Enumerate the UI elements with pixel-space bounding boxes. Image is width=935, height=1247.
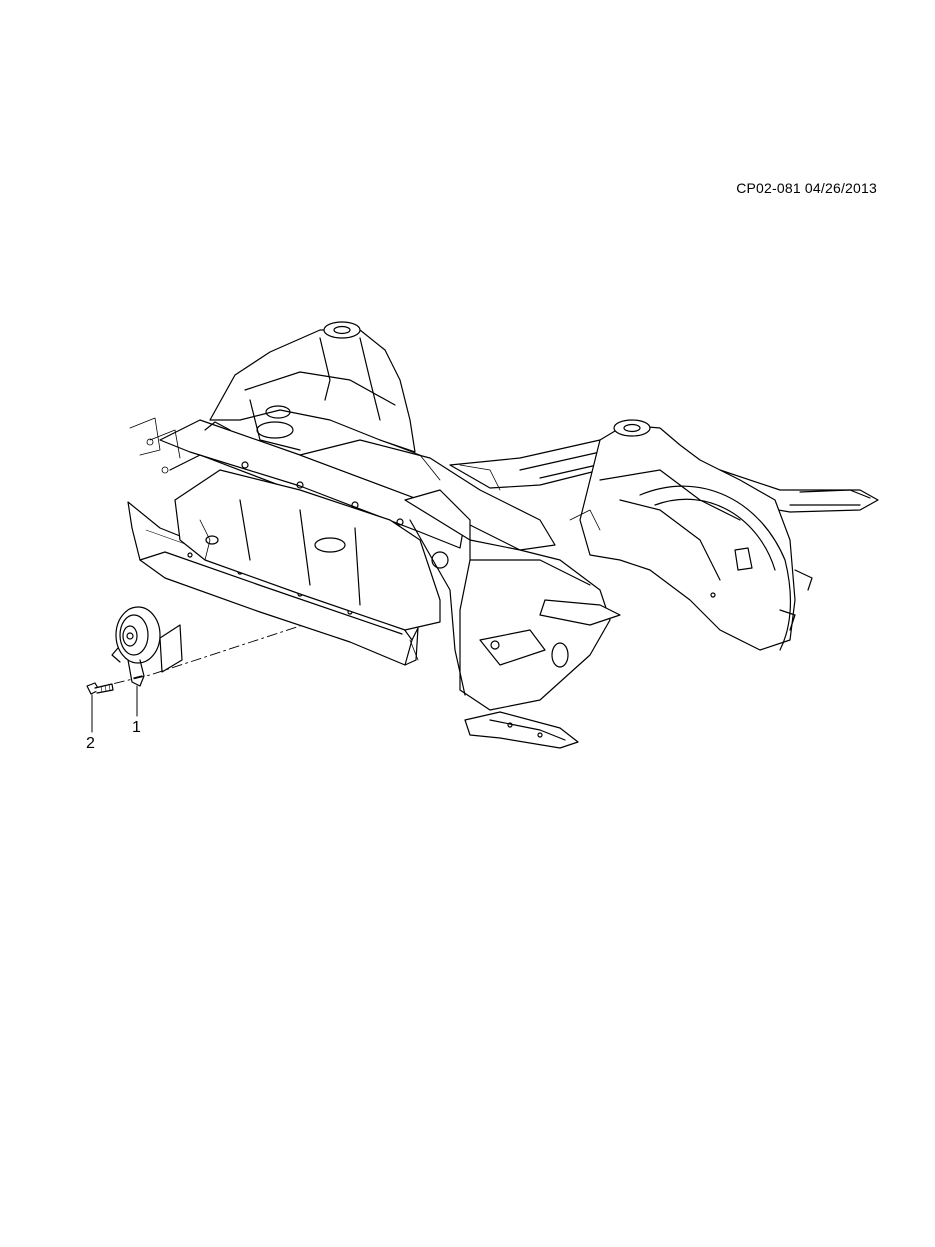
callout-1-label: 1: [132, 719, 141, 736]
horn: [111, 606, 183, 687]
engine-bay-floor: [174, 469, 441, 631]
right-wheelhouse: [579, 419, 813, 651]
structure-details: [129, 417, 601, 661]
callout-2-label: 2: [86, 735, 95, 752]
diagram-code: CP02-081 04/26/2013: [736, 180, 877, 196]
lower-bracket: [464, 599, 621, 749]
left-wheelhouse: [209, 321, 416, 453]
install-line: [94, 625, 301, 689]
right-rail: [404, 489, 611, 711]
